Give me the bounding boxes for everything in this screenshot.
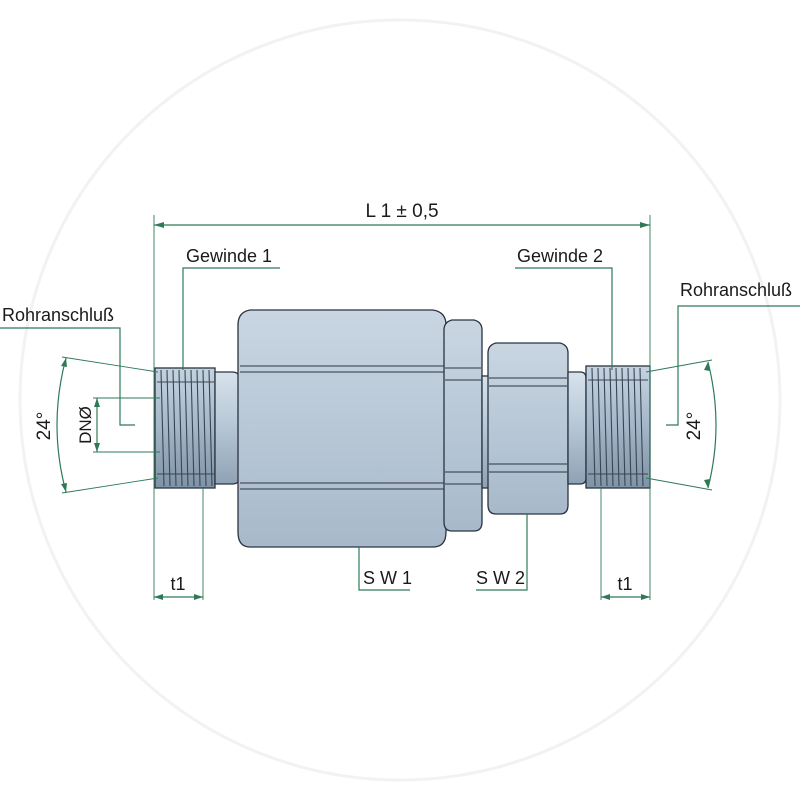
angle-left-arc xyxy=(56,357,67,493)
thread-line xyxy=(190,369,195,487)
thread-right-leader xyxy=(515,267,613,370)
sw1-leader xyxy=(358,547,410,591)
dn-arrow-bottom xyxy=(94,443,100,452)
wrench-2-label: S W 2 xyxy=(476,568,525,588)
angle-right-label: 24° xyxy=(684,412,705,441)
pipe-left-label: Rohranschluß xyxy=(2,305,114,325)
thread-left-label: Gewinde 1 xyxy=(186,246,272,266)
pipe-left-leader xyxy=(0,327,135,426)
angle-right-ray-bottom xyxy=(645,477,713,491)
thread-line xyxy=(160,369,165,487)
thread-line xyxy=(591,367,596,487)
pipe-right-leader xyxy=(666,305,800,426)
angle-left-arrow-top xyxy=(61,358,67,367)
l1-arrow-left xyxy=(154,222,164,228)
right-neck xyxy=(567,371,587,485)
thread-line xyxy=(172,369,177,487)
thread-left-leader xyxy=(182,267,280,370)
hex-nut-sw1 xyxy=(237,309,447,548)
angle-right-arrow-bottom xyxy=(704,479,710,488)
thread-line xyxy=(184,369,189,487)
sw2-leader xyxy=(476,514,528,591)
t1-left-arrow-end xyxy=(194,594,203,600)
thread-line xyxy=(166,369,171,487)
thread-line xyxy=(208,369,213,487)
left-thread-lines xyxy=(157,369,214,487)
dn-arrow-top xyxy=(94,398,100,407)
thread-line xyxy=(609,367,614,487)
thread-line xyxy=(639,367,644,487)
depth-left-label: t1 xyxy=(170,574,185,594)
hex-nut-sw2 xyxy=(487,342,569,515)
t1-right-arrow-start xyxy=(601,594,610,600)
t1-right-arrow-end xyxy=(641,594,650,600)
angle-left-ray-bottom xyxy=(61,477,159,494)
angle-left-label: 24° xyxy=(34,412,55,441)
thread-line xyxy=(615,367,620,487)
right-thread-lines xyxy=(588,367,648,487)
thread-line xyxy=(621,367,626,487)
background-circle xyxy=(18,18,782,782)
angle-left-arrow-bottom xyxy=(61,483,67,492)
left-neck xyxy=(214,371,241,485)
wrench-1-label: S W 1 xyxy=(363,568,412,588)
l1-arrow-right xyxy=(640,222,650,228)
pipe-right-label: Rohranschluß xyxy=(680,280,792,300)
overall-length-label: L 1 ± 0,5 xyxy=(365,201,438,222)
angle-left-ray-top xyxy=(61,356,159,373)
thread-line xyxy=(196,369,201,487)
hex-collar xyxy=(443,319,483,532)
t1-left-arrow-start xyxy=(154,594,163,600)
thread-line xyxy=(603,367,608,487)
bore-diameter-label: DNØ xyxy=(76,406,95,444)
thread-line xyxy=(633,367,638,487)
thread-line xyxy=(178,369,183,487)
thread-line xyxy=(627,367,632,487)
angle-right-ray-top xyxy=(645,359,713,373)
angle-right-arc xyxy=(707,361,717,489)
depth-right-label: t1 xyxy=(617,574,632,594)
thread-line xyxy=(202,369,207,487)
thread-right-label: Gewinde 2 xyxy=(517,246,603,266)
thread-line xyxy=(597,367,602,487)
angle-right-arrow-top xyxy=(704,362,710,371)
dimension-lines xyxy=(0,215,800,600)
fitting-body xyxy=(154,309,651,548)
